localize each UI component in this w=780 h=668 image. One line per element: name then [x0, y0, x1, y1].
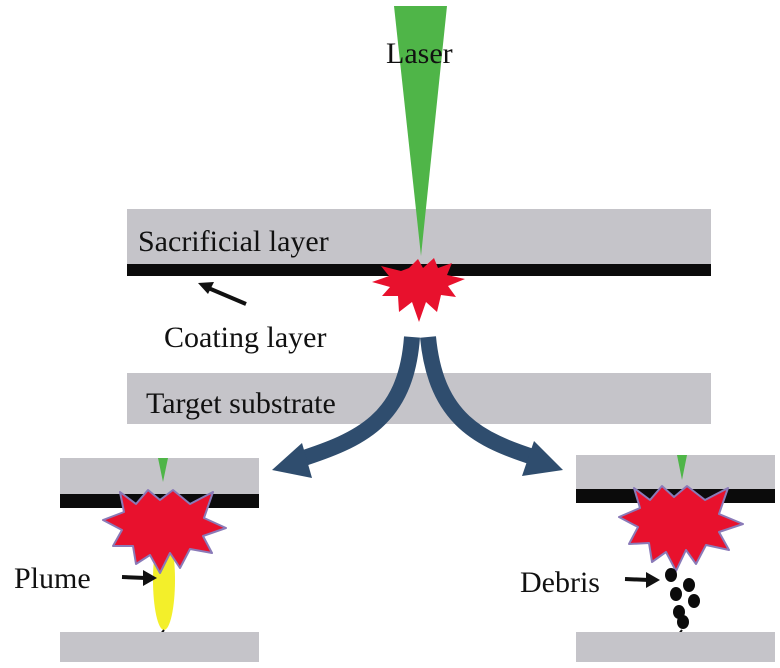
debris-pointer-arrow [624, 572, 660, 588]
right-sacrificial-layer [576, 455, 775, 491]
debris-particle [688, 594, 700, 608]
split-arrow-left [272, 336, 420, 478]
split-arrow-right [420, 336, 563, 476]
right-ablation-burst [618, 485, 744, 572]
target-substrate [127, 373, 711, 424]
debris-particle [683, 578, 695, 592]
debris-particle [670, 587, 682, 601]
right-target-substrate [576, 632, 775, 662]
right-laser-beam [677, 455, 687, 480]
plume-label: Plume [14, 562, 91, 595]
ablation-burst [372, 258, 465, 322]
left-ablation-burst [102, 489, 227, 574]
debris-particles [665, 568, 700, 629]
sacrificial-layer-label: Sacrificial layer [138, 225, 329, 258]
laser-beam [394, 6, 447, 256]
laser-label: Laser [386, 37, 453, 70]
target-substrate-label: Target substrate [146, 387, 336, 420]
debris-label: Debris [520, 566, 600, 599]
debris-particle [665, 568, 677, 582]
coating-layer-pointer-arrow [198, 282, 247, 306]
debris-particle [677, 615, 689, 629]
plume-pointer-arrow [121, 570, 157, 586]
left-laser-beam [158, 458, 168, 482]
left-target-substrate [60, 632, 259, 662]
coating-layer-label: Coating layer [164, 321, 326, 354]
